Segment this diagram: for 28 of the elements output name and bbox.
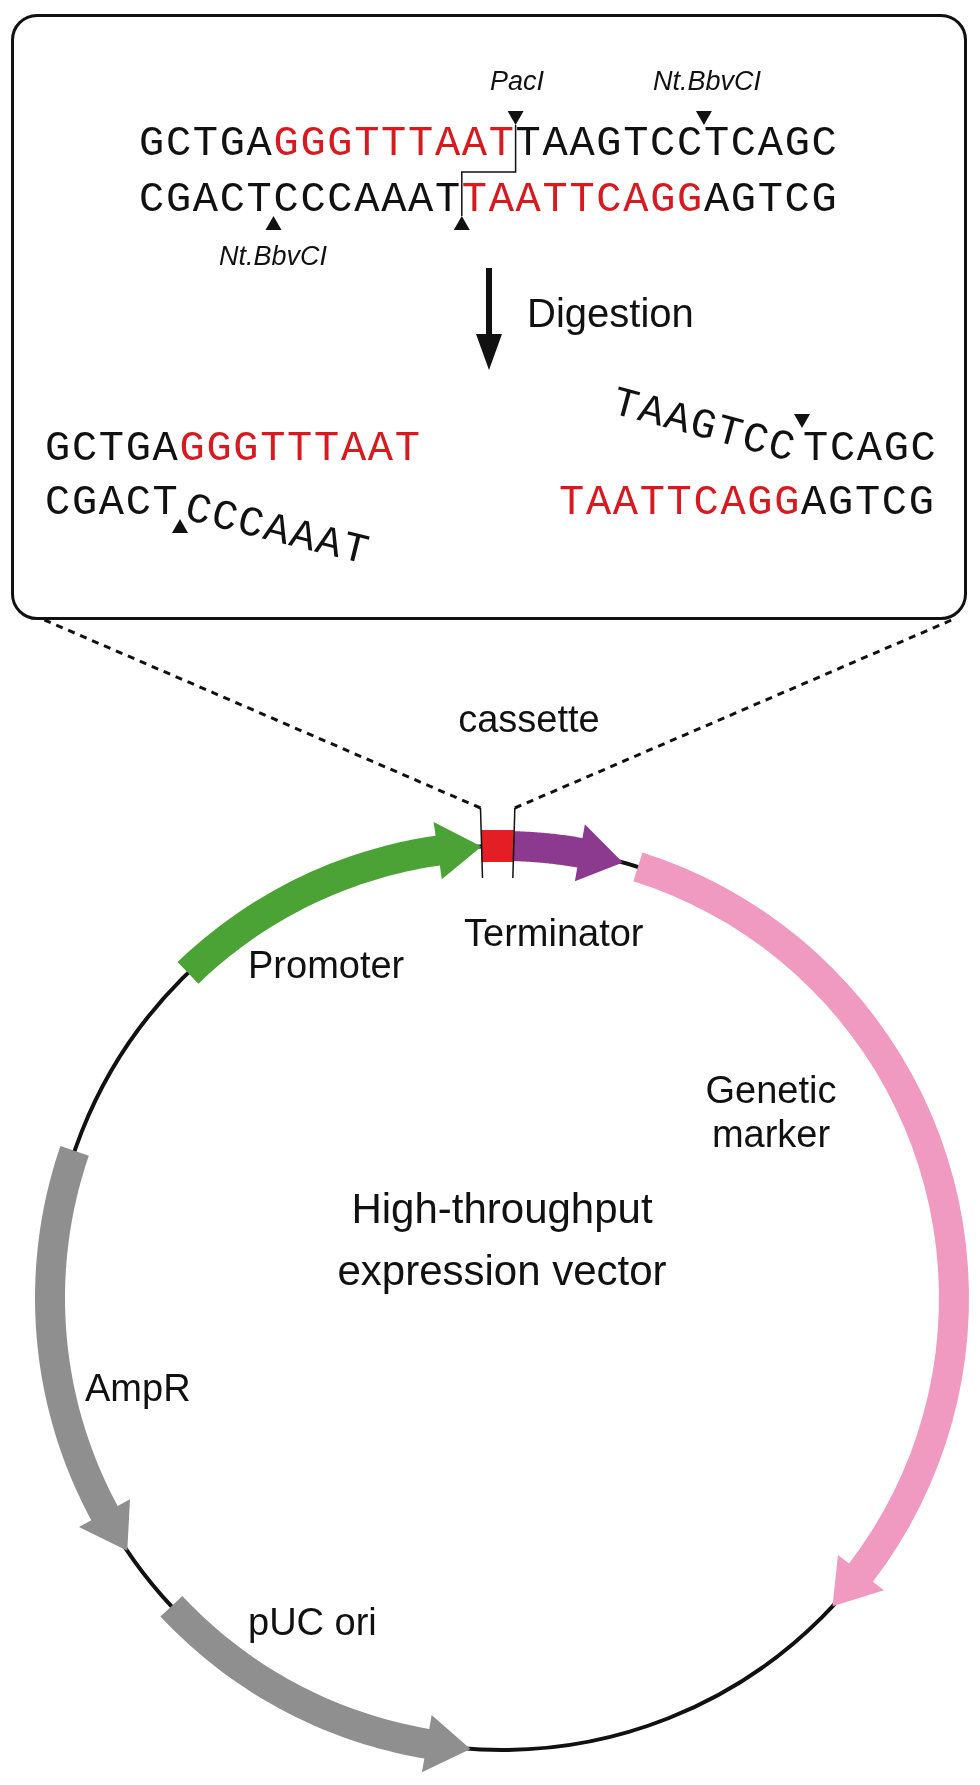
feature-label: pUC ori xyxy=(248,1600,377,1644)
dna-sequence: GGGTTTAAT xyxy=(273,124,516,164)
feature-label: Promoter xyxy=(248,943,405,987)
dna-sequence: CGACTCCCAAAT xyxy=(139,180,462,220)
dna-sequence: GGGTTTAAT xyxy=(179,429,422,469)
feature-label: Genetic marker xyxy=(704,1068,838,1156)
dna-sequence: AGTCG xyxy=(801,483,936,523)
dna-sequence: AGTCG xyxy=(703,180,839,220)
dna-sequence: CCCAAAT xyxy=(181,488,374,573)
dna-sequence: TAATTCAGG xyxy=(461,180,704,220)
feature-label: cassette xyxy=(457,697,601,741)
dna-sequence: CGACT xyxy=(45,483,180,523)
dna-sequence: TAATTCAGG xyxy=(559,483,802,523)
step-label: Digestion xyxy=(527,291,694,335)
plasmid-title: High-throughput expression vector xyxy=(336,1184,668,1296)
dna-sequence: TAAGTCCTCAGC xyxy=(515,124,839,164)
cassette-block xyxy=(479,807,516,879)
zoom-guide-line xyxy=(43,618,482,810)
dna-sequence: GCTGA xyxy=(139,124,274,164)
dna-sequence: GCTGA xyxy=(45,429,180,469)
feature-label: Terminator xyxy=(464,911,644,955)
zoom-guide-line xyxy=(514,618,953,810)
inset-panel xyxy=(11,14,967,620)
enzyme-name: PacI xyxy=(490,66,544,96)
enzyme-name: Nt.BbvCI xyxy=(219,241,327,271)
enzyme-name: Nt.BbvCI xyxy=(653,66,761,96)
feature-label: AmpR xyxy=(85,1366,191,1410)
dna-sequence: TCAGC xyxy=(803,429,938,469)
